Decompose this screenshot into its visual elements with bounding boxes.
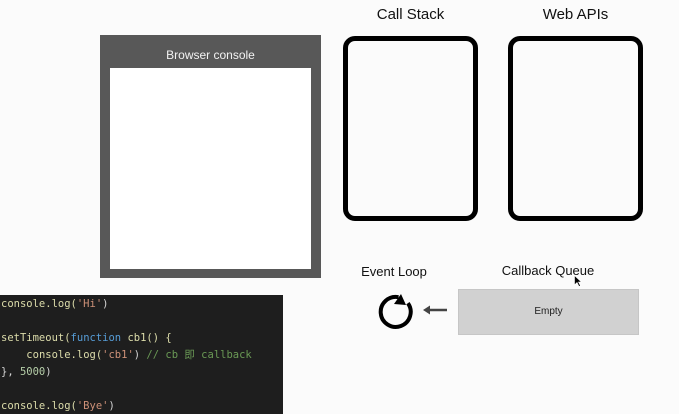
loop-icon bbox=[378, 294, 413, 329]
browser-console-output bbox=[110, 68, 311, 269]
call-stack-box bbox=[343, 36, 478, 221]
callback-queue-box: Empty bbox=[458, 289, 639, 335]
code-line-3: setTimeout(function cb1() { bbox=[1, 332, 172, 344]
code-line-1: console.log('Hi') bbox=[1, 298, 109, 310]
web-apis-title: Web APIs bbox=[542, 6, 609, 23]
web-apis-box bbox=[508, 36, 643, 221]
mouse-cursor-icon bbox=[574, 275, 582, 287]
callback-queue-status: Empty bbox=[534, 306, 563, 317]
code-line-7: console.log('Bye') bbox=[1, 400, 115, 412]
event-loop-title: Event Loop bbox=[361, 264, 427, 279]
code-editor-panel: console.log('Hi') setTimeout(function cb… bbox=[0, 295, 283, 414]
code-line-4: console.log('cb1') // cb 即 callback bbox=[26, 349, 252, 361]
browser-console-panel: Browser console bbox=[100, 35, 321, 278]
callback-queue-title: Callback Queue bbox=[501, 263, 595, 278]
code-line-5: }, 5000) bbox=[1, 366, 52, 378]
browser-console-title: Browser console bbox=[166, 48, 255, 62]
call-stack-title: Call Stack bbox=[376, 6, 445, 23]
arrow-left-icon bbox=[423, 305, 447, 315]
